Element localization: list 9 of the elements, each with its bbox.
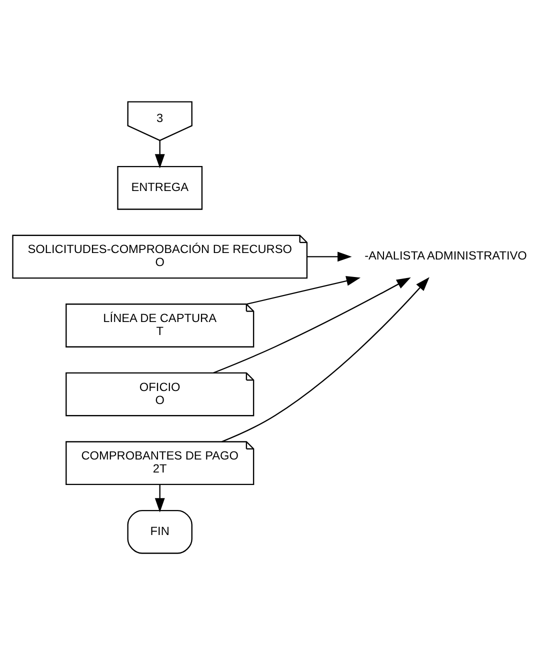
arrow <box>246 276 361 304</box>
arrow <box>213 276 411 373</box>
node-box: FIN <box>127 509 192 554</box>
arrow <box>154 140 165 168</box>
arrow <box>154 484 165 512</box>
node-box: ENTREGA <box>117 165 203 210</box>
arrow <box>222 276 430 442</box>
arrow <box>307 251 352 262</box>
node-text: -ANALISTA ADMINISTRATIVO <box>364 248 527 262</box>
